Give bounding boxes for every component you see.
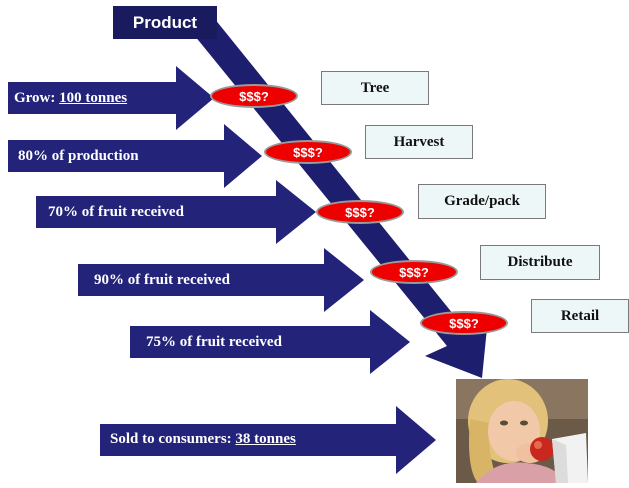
stage-box-tree: Tree	[321, 71, 429, 105]
flow-arrow-distribute	[78, 248, 364, 312]
flow-prefix: 90% of fruit received	[94, 272, 230, 288]
flow-prefix: Grow:	[14, 90, 60, 106]
flow-label-retail: 75% of fruit received	[146, 335, 282, 350]
flow-value: 100 tonnes	[59, 90, 128, 106]
flow-label-gradepack: 70% of fruit received	[48, 205, 184, 220]
flow-arrow-harvest	[8, 124, 262, 188]
flow-prefix: 80% of production	[18, 148, 139, 164]
cost-bubble-distribute: $$$?	[370, 260, 458, 284]
cost-bubble-harvest: $$$?	[264, 140, 352, 164]
consumer-photo	[456, 379, 588, 483]
flow-arrow-retail	[130, 310, 410, 374]
stage-box-harvest: Harvest	[365, 125, 473, 159]
stage-box-retail: Retail	[531, 299, 629, 333]
flow-arrow-gradepack	[36, 180, 316, 244]
stage-box-gradepack: Grade/pack	[418, 184, 546, 219]
product-flow-arrow	[190, 18, 488, 378]
cost-bubble-retail: $$$?	[420, 311, 508, 335]
flow-label-harvest: 80% of production	[18, 149, 139, 164]
flow-label-grow: Grow: 100 tonnes	[14, 91, 127, 106]
flow-arrow-grow	[8, 66, 214, 130]
flow-prefix: 75% of fruit received	[146, 334, 282, 350]
cost-bubble-tree: $$$?	[210, 84, 298, 108]
flow-value: 38 tonnes	[235, 431, 296, 447]
product-label: Product	[113, 6, 217, 39]
flow-label-consumers: Sold to consumers: 38 tonnes	[110, 432, 296, 447]
flow-label-distribute: 90% of fruit received	[94, 273, 230, 288]
child-eating-apple-image	[456, 379, 588, 483]
flow-arrow-consumers	[100, 406, 436, 474]
stage-box-distribute: Distribute	[480, 245, 600, 280]
flow-prefix: Sold to consumers:	[110, 431, 236, 447]
flow-prefix: 70% of fruit received	[48, 204, 184, 220]
cost-bubble-gradepack: $$$?	[316, 200, 404, 224]
